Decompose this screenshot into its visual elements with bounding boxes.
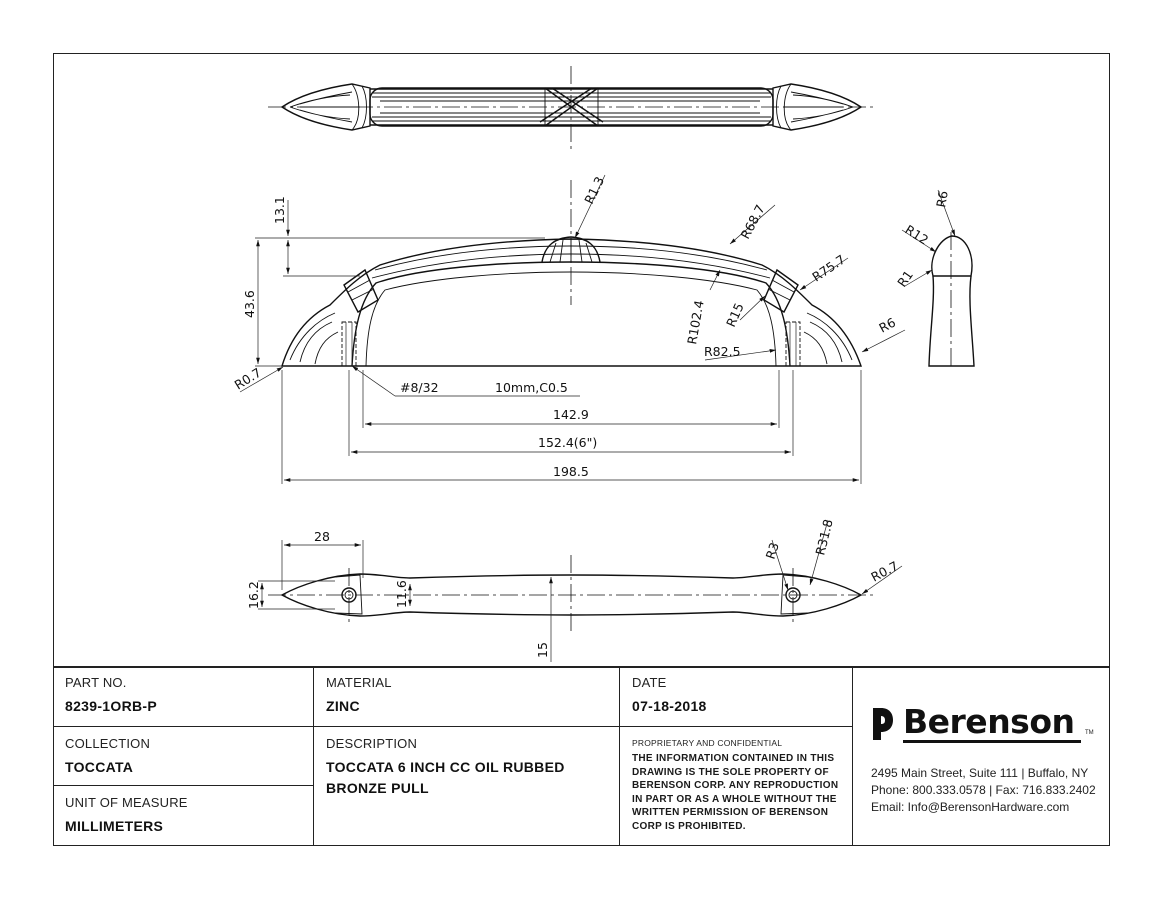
uom-label: UNIT OF MEASURE xyxy=(65,795,188,810)
dim-142-9: 142.9 xyxy=(553,407,589,422)
dim-r15: R15 xyxy=(723,301,747,330)
dim-b-r3: R3 xyxy=(763,540,782,560)
collection-label: COLLECTION xyxy=(65,736,151,751)
top-view xyxy=(268,66,875,152)
uom-cell: UNIT OF MEASURE MILLIMETERS xyxy=(53,786,314,846)
description-line-2: BRONZE PULL xyxy=(326,780,429,796)
company-email: Email: Info@BerensonHardware.com xyxy=(871,800,1070,814)
company-phone: Phone: 800.333.0578 | Fax: 716.833.2402 xyxy=(871,783,1096,797)
bottom-view: 28 16.2 11.6 15 R3 R31.8 R0.7 xyxy=(246,518,903,662)
material-label: MATERIAL xyxy=(326,675,392,690)
dim-b16-2: 16.2 xyxy=(246,581,261,609)
description-line-1: TOCCATA 6 INCH CC OIL RUBBED xyxy=(326,759,565,775)
dim-13-1: 13.1 xyxy=(272,196,287,224)
confidential-notice: THE INFORMATION CONTAINED IN THIS DRAWIN… xyxy=(632,752,838,833)
company-address: 2495 Main Street, Suite 111 | Buffalo, N… xyxy=(871,766,1089,780)
dim-b-r0-7: R0.7 xyxy=(868,558,900,585)
notice-line: THE INFORMATION CONTAINED IN THIS xyxy=(632,753,835,764)
dim-r0-7-left: R0.7 xyxy=(232,365,264,393)
date-cell: DATE 07-18-2018 xyxy=(620,666,853,727)
drawing-sheet-border xyxy=(53,53,1110,846)
dim-43-6: 43.6 xyxy=(242,290,257,318)
uom-value: MILLIMETERS xyxy=(65,818,164,834)
dim-screw: #8/32 xyxy=(400,380,439,395)
material-value: ZINC xyxy=(326,698,360,714)
brand-underline xyxy=(903,740,1081,743)
date-label: DATE xyxy=(632,675,667,690)
berenson-logo-icon xyxy=(873,708,893,740)
material-cell: MATERIAL ZINC xyxy=(314,666,620,727)
dim-152-4: 152.4(6") xyxy=(538,435,597,450)
part-no-value: 8239-1ORB-P xyxy=(65,698,158,714)
end-view: R6 R12 R1 xyxy=(894,189,975,370)
dim-r6-side: R6 xyxy=(876,315,898,336)
company-cell: Berenson TM 2495 Main Street, Suite 111 … xyxy=(853,666,1110,846)
dim-r102-4: R102.4 xyxy=(684,299,707,345)
dim-r68-7: R68.7 xyxy=(737,202,767,241)
dim-b28: 28 xyxy=(314,529,330,544)
part-no-label: PART NO. xyxy=(65,675,127,690)
notice-line: IN PART OR AS A WHOLE WITHOUT THE xyxy=(632,793,837,805)
notice-line: DRAWING IS THE SOLE PROPERTY OF xyxy=(632,766,829,778)
part-no-cell: PART NO. 8239-1ORB-P xyxy=(53,666,314,727)
date-value: 07-18-2018 xyxy=(632,698,707,714)
confidential-cell: PROPRIETARY AND CONFIDENTIAL THE INFORMA… xyxy=(620,727,853,846)
dim-r82-5: R82.5 xyxy=(704,344,741,359)
dim-r75-7: R75.7 xyxy=(809,252,848,285)
notice-line: BERENSON CORP. ANY REPRODUCTION xyxy=(632,780,839,791)
dim-end-r6: R6 xyxy=(933,189,951,208)
dim-r1-3: R1.3 xyxy=(581,174,607,206)
front-view: 13.1 43.6 R1.3 R68.7 R75.7 R102.4 R15 R8… xyxy=(232,174,906,484)
description-cell: DESCRIPTION TOCCATA 6 INCH CC OIL RUBBED… xyxy=(314,727,620,846)
collection-cell: COLLECTION TOCCATA xyxy=(53,727,314,786)
dim-b-r31-8: R31.8 xyxy=(812,518,835,557)
dim-end-r12: R12 xyxy=(902,222,931,248)
notice-line: CORP IS PROHIBITED. xyxy=(632,820,746,832)
dim-198-5: 198.5 xyxy=(553,464,589,479)
description-label: DESCRIPTION xyxy=(326,736,418,751)
title-block: PART NO. 8239-1ORB-P MATERIAL ZINC DATE … xyxy=(53,666,1110,846)
brand-name: Berenson xyxy=(903,702,1075,741)
collection-value: TOCCATA xyxy=(65,759,134,775)
dim-thread: 10mm,C0.5 xyxy=(495,380,568,395)
technical-drawing: 13.1 43.6 R1.3 R68.7 R75.7 R102.4 R15 R8… xyxy=(232,66,975,662)
dim-end-r1: R1 xyxy=(894,267,916,289)
dim-b11-6: 11.6 xyxy=(394,580,409,608)
trademark-mark: TM xyxy=(1085,730,1094,736)
notice-line: WRITTEN PERMISSION OF BERENSON xyxy=(632,807,829,818)
proprietary-label: PROPRIETARY AND CONFIDENTIAL xyxy=(632,738,783,748)
dim-b15: 15 xyxy=(535,642,550,658)
